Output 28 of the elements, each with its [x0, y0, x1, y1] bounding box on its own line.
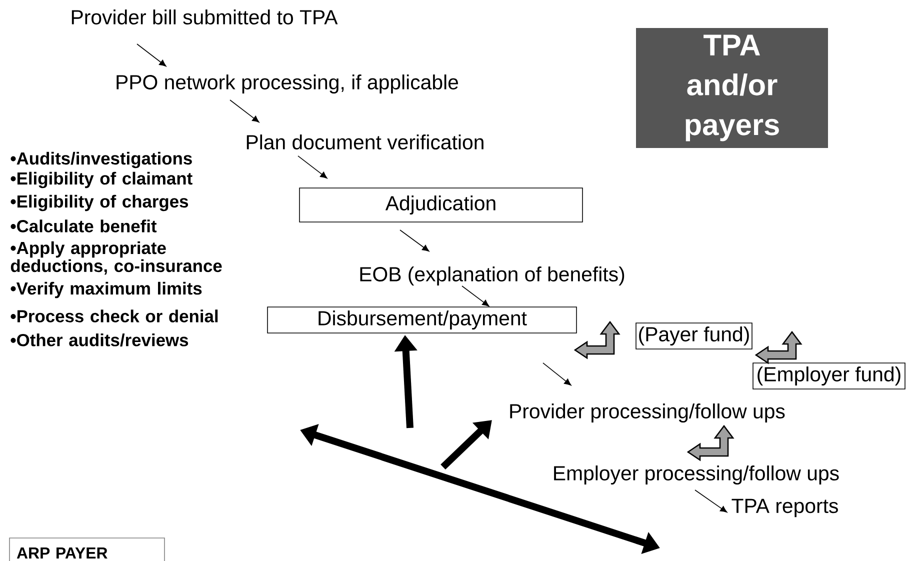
step-text: EOB (explanation of benefits) [360, 266, 624, 286]
step-text: Provider bill submitted to TPA [72, 10, 338, 24]
arrow [462, 286, 490, 307]
process-box: Disbursement/payment [267, 306, 577, 334]
bullet-item: •Eligibility of claimant [10, 172, 192, 188]
process-box: Adjudication [299, 188, 583, 222]
process-box: (Employer fund) [752, 362, 906, 390]
process-box: (Payer fund) [636, 322, 752, 350]
bullet-item: •Process check or denial [10, 310, 218, 322]
arrow [230, 100, 260, 123]
step-text: TPA reports [732, 498, 838, 518]
bullet-item: •Eligibility of charges [10, 194, 188, 212]
bullet-item: •Calculate benefit [10, 220, 157, 232]
step-text: Employer processing/follow ups [554, 465, 839, 484]
step-text: PPO network processing, if applicable [116, 74, 458, 94]
arrow [694, 490, 728, 513]
step-text: Provider processing/follow ups [510, 403, 785, 422]
bullet-item: •Apply appropriate deductions, co-insurance [10, 241, 222, 275]
arrow [400, 230, 430, 252]
heading-box: TPA and/or payers [636, 28, 828, 148]
bullet-item: •Verify maximum limits [10, 282, 202, 298]
arrow [136, 44, 166, 67]
arrow [542, 362, 572, 386]
bullet-item: •Other audits/reviews [10, 334, 188, 346]
tag-box: ARP PAYER [9, 538, 165, 561]
arrow [298, 156, 328, 179]
step-text: Plan document verification [246, 134, 484, 150]
bullet-item: •Audits/investigations [10, 152, 192, 168]
